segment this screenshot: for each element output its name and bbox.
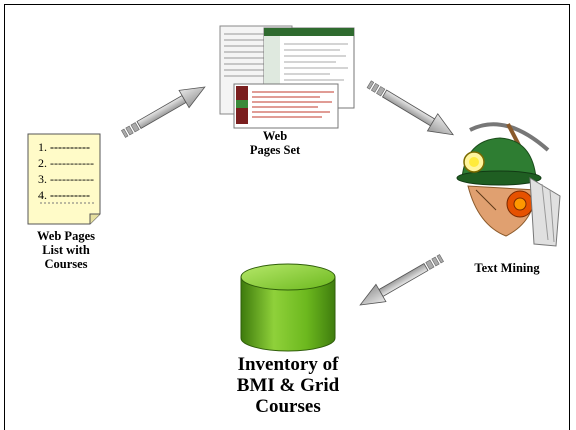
web-pages-set-label: Web Pages Set	[249, 129, 301, 157]
list-item: 3. -----------	[38, 172, 94, 186]
document-list-icon	[27, 133, 101, 225]
text-mining-label: Text Mining	[474, 261, 540, 275]
list-item: 2. -----------	[38, 156, 94, 170]
web-pages-list-label: Web Pages List with Courses	[37, 229, 95, 271]
list-item: 1. ----------	[38, 140, 90, 154]
arrow-list-to-web	[121, 86, 206, 138]
database-cylinder-icon	[240, 263, 336, 352]
arrow-web-to-mining	[366, 80, 455, 136]
inventory-label: Inventory of BMI & Grid Courses	[236, 354, 340, 417]
web-pages-icon	[219, 25, 355, 129]
arrow-mining-to-inventory	[359, 254, 444, 306]
miner-helmet-icon	[456, 122, 561, 247]
list-item: 4. ----------	[38, 188, 90, 202]
diagram-frame	[4, 4, 570, 430]
